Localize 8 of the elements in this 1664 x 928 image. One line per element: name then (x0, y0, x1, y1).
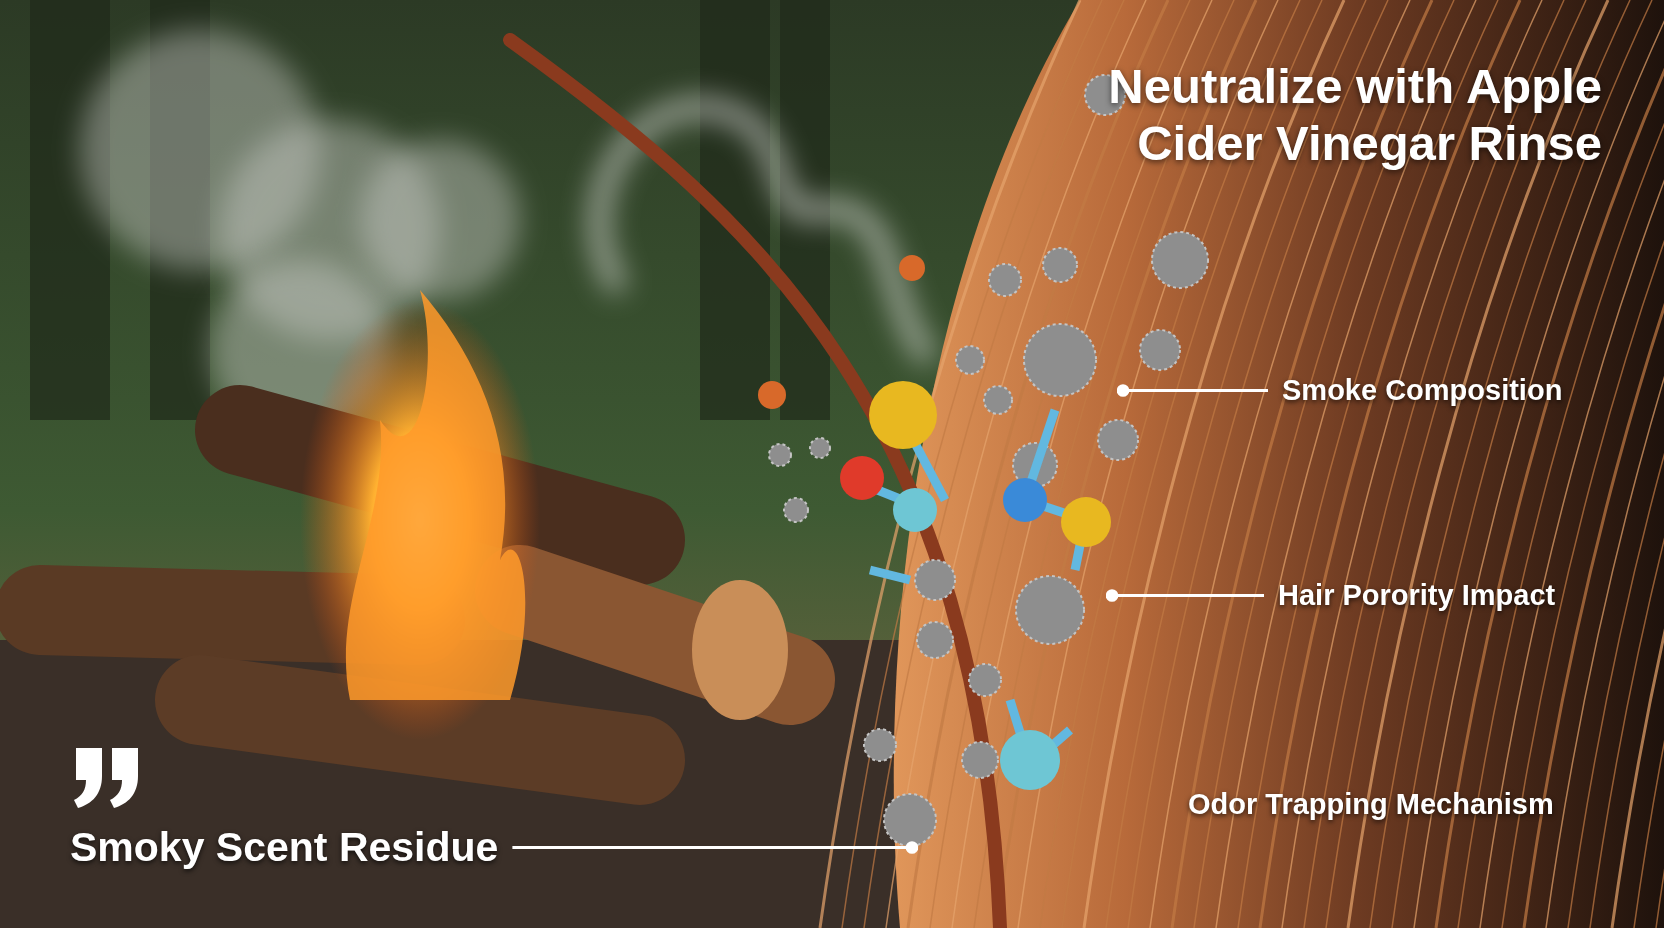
leader-line (1116, 384, 1268, 397)
leader-line (512, 841, 919, 854)
callout-label: Smoky Scent Residue (70, 824, 499, 871)
leader-line (1105, 589, 1264, 602)
callout-label: Smoke Composition (1282, 374, 1563, 407)
callout-label: Hair Porority Impact (1278, 579, 1556, 612)
title: Neutralize with Apple Cider Vinegar Rinse (1107, 58, 1602, 172)
section-label: Odor Trapping Mechanism (1188, 788, 1554, 821)
